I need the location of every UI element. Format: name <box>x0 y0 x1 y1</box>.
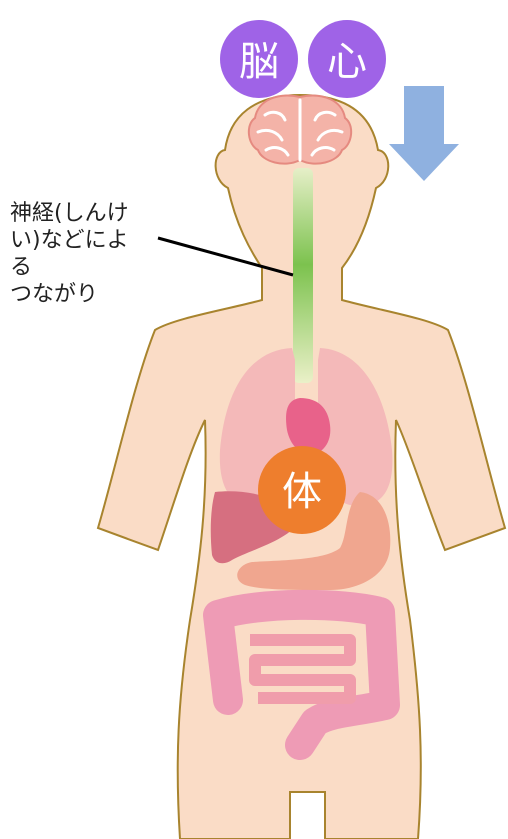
brain-label: 脳 <box>239 39 279 85</box>
brain-bubble: 脳 <box>220 20 298 98</box>
brain-icon <box>249 96 351 164</box>
callout-line-4: つながり <box>10 281 170 308</box>
callout-line-3: る <box>10 254 170 281</box>
nerve-cord <box>293 168 313 383</box>
mind-bubble: 心 <box>308 20 386 98</box>
nerve-callout: 神経(しんけ い)などによ る つながり <box>10 200 170 308</box>
callout-line-1: 神経(しんけ <box>10 200 170 227</box>
mind-label: 心 <box>327 39 367 85</box>
body-bubble: 体 <box>258 446 346 534</box>
callout-line-2: い)などによ <box>10 227 170 254</box>
arrow-down-icon <box>389 86 459 181</box>
body-label: 体 <box>282 469 322 515</box>
